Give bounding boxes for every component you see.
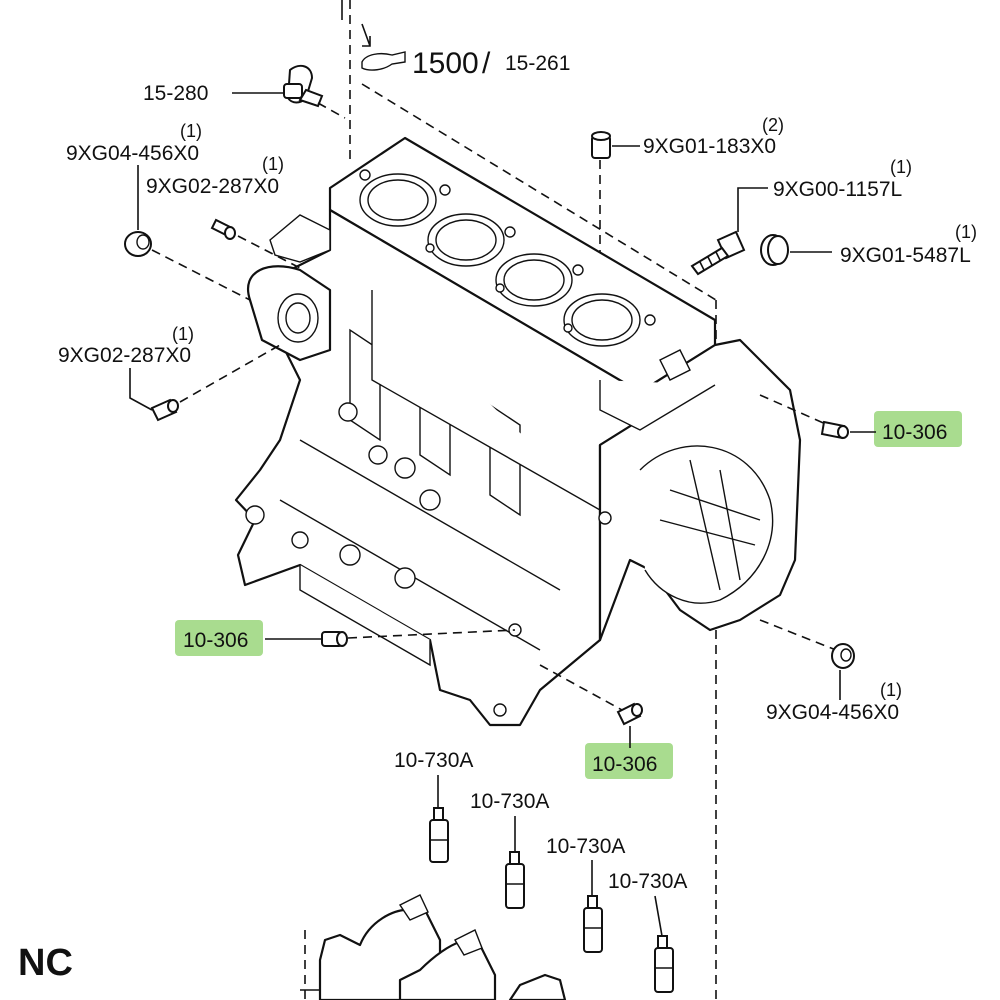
dash-10-306-bottom	[539, 664, 623, 711]
leader-9xg00-1157l	[737, 187, 768, 232]
label-9xg01-183x0: 9XG01-183X0	[643, 135, 776, 158]
label-9xg00-1157l: 9XG00-1157L	[773, 178, 902, 201]
oil-jet-10-730a-3	[583, 895, 603, 953]
qty-9xg01-183x0: (2)	[762, 115, 784, 135]
pin-9xg02-287x0-top	[210, 218, 236, 240]
reference-pointing-hand-icon	[361, 51, 406, 71]
pin-9xg02-287x0-mid	[150, 398, 179, 422]
pin-10-306-bottom	[616, 702, 643, 726]
dash-9xg02-287x0-mid	[179, 344, 281, 403]
reference-arrow	[341, 0, 371, 160]
plug-9xg04-456x0-left	[124, 231, 152, 257]
dash-9xg04-456x0-right	[759, 619, 837, 651]
marker-nc: NC	[18, 942, 73, 984]
label-10-730a-1: 10-730A	[394, 749, 473, 772]
label-10-730a-3: 10-730A	[546, 835, 625, 858]
oil-jet-10-730a-1	[429, 807, 449, 863]
label-10-730a-4: 10-730A	[608, 870, 687, 893]
qty-9xg02-287x0-mid: (1)	[172, 324, 194, 344]
dash-10-306-left	[347, 629, 516, 639]
label-10-306-right: 10-306	[882, 421, 947, 444]
highlight-10-306-bottom	[585, 743, 673, 779]
qty-9xg02-287x0-top: (1)	[262, 154, 284, 174]
reference-separator: /	[482, 47, 491, 80]
cylinder-block	[234, 136, 802, 727]
reference-sub: 15-261	[505, 52, 570, 75]
label-10-306-left: 10-306	[183, 629, 248, 652]
dash-10-306-right	[759, 394, 829, 426]
highlight-10-306-right	[874, 411, 962, 447]
highlight-10-306-left	[175, 620, 263, 656]
leader-9xg02-287x0-mid	[129, 368, 153, 411]
dash-9xg02-287x0-top	[237, 235, 301, 269]
qty-9xg01-5487l: (1)	[955, 222, 977, 242]
oil-jet-10-730a-2	[505, 851, 525, 909]
label-9xg01-5487l: 9XG01-5487L	[840, 244, 971, 267]
pin-10-306-right	[820, 420, 849, 440]
plug-9xg01-5487l	[760, 234, 789, 266]
qty-9xg04-456x0-left: (1)	[180, 121, 202, 141]
label-9xg04-456x0-left: 9XG04-456X0	[66, 142, 199, 165]
bolt-9xg00-1157l	[690, 230, 746, 276]
label-9xg04-456x0-right: 9XG04-456X0	[766, 701, 899, 724]
hose-fitting-15-280	[283, 64, 346, 119]
pin-10-306-left	[321, 631, 348, 647]
plug-9xg04-456x0-right	[831, 643, 855, 669]
label-10-730a-2: 10-730A	[470, 790, 549, 813]
label-9xg02-287x0-top: 9XG02-287X0	[146, 175, 279, 198]
label-9xg02-287x0-mid: 9XG02-287X0	[58, 344, 191, 367]
label-15-280: 15-280	[143, 82, 208, 105]
leader-10-730a-4	[654, 895, 663, 937]
outline-dash-top	[361, 83, 717, 301]
dash-9xg04-456x0-left	[151, 249, 251, 301]
oil-jet-10-730a-4	[654, 935, 674, 993]
main-bearing-caps	[300, 894, 567, 1000]
qty-9xg00-1157l: (1)	[890, 157, 912, 177]
dowel-9xg01-183x0	[591, 131, 611, 159]
reference-main: 1500	[412, 47, 479, 80]
qty-9xg04-456x0-right: (1)	[880, 680, 902, 700]
label-10-306-bottom: 10-306	[592, 753, 657, 776]
